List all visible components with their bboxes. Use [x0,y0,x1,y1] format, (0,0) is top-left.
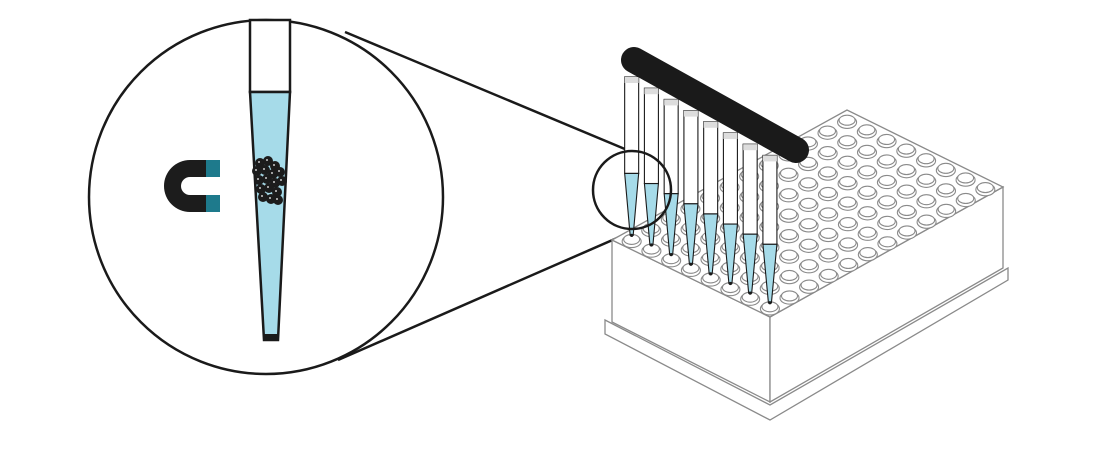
well [818,227,839,243]
well [837,216,858,232]
magnetic-bead [275,167,285,177]
magnet-icon [164,160,220,212]
well [778,208,799,223]
well [916,194,937,209]
well [896,164,917,179]
pipette-tip [762,154,778,305]
magnified-tip [248,18,292,342]
well [817,186,839,202]
pipette-tip [703,121,719,276]
well [779,269,800,285]
magnetic-bead [263,156,273,166]
well [817,125,838,140]
magnet-pole-bottom [206,195,220,212]
well [955,172,976,187]
well [818,268,839,284]
well [857,247,878,262]
magnetic-bead [256,184,266,194]
well [779,290,800,305]
well [837,114,858,129]
well [798,156,819,172]
well [896,225,918,240]
well [798,177,819,192]
well [896,184,917,199]
well [916,214,937,229]
multichannel-pipette-head [621,47,809,163]
well [661,253,682,268]
well [876,133,897,149]
well [856,124,877,139]
well [798,238,819,253]
magnetic-bead [277,176,287,186]
well [837,176,858,191]
magnetic-bead [258,192,268,202]
well [877,215,898,231]
well [877,236,898,251]
magnetic-bead [273,195,283,205]
well [935,162,956,178]
well [818,207,839,222]
magnetic-bead [255,158,265,168]
well [935,183,957,198]
magnetic-beads-cluster [252,156,287,205]
well [798,197,819,213]
well [778,188,799,203]
well [837,155,858,170]
well [779,249,800,264]
tip-end [264,334,278,341]
zoom-source-circle [591,149,673,231]
well [876,174,897,190]
zoom-connector-bottom [337,226,641,362]
well [857,206,878,221]
well [856,144,878,160]
well [778,229,800,244]
plate-base-flange [604,266,1009,421]
well [759,301,780,316]
well [621,233,642,249]
well [700,272,721,287]
pipette-tip [683,110,699,266]
well [798,218,819,233]
well [641,243,662,258]
well [896,204,917,220]
well [799,279,820,294]
well [876,154,897,169]
well [837,135,858,150]
well [857,165,878,180]
well [838,257,859,273]
pipette-tip [742,143,758,295]
well [857,185,878,200]
magnetic-bead [272,187,282,197]
pipette-tip [663,98,679,257]
well [798,259,819,274]
well [936,203,957,219]
well [817,145,838,161]
well [857,226,878,241]
magnet-pole-top [206,160,220,177]
magnetic-bead [260,165,270,175]
well [877,195,898,210]
magnetic-bead [254,175,264,185]
magnetic-bead [262,174,272,184]
pipette-tip [722,132,739,286]
magnetic-bead [264,183,274,193]
zoom-connector-top [344,30,633,154]
well [916,153,937,168]
pipette-tips-row [624,76,778,305]
well [818,248,839,263]
well [975,182,996,197]
pipette-tip [624,76,640,237]
well [896,143,917,158]
well [817,166,838,181]
well [680,262,701,278]
well [837,196,858,211]
well [955,192,976,208]
well [838,237,859,252]
well [778,167,799,182]
tip-upper-empty [248,18,292,94]
magnetic-bead [252,166,262,176]
well [916,173,937,188]
